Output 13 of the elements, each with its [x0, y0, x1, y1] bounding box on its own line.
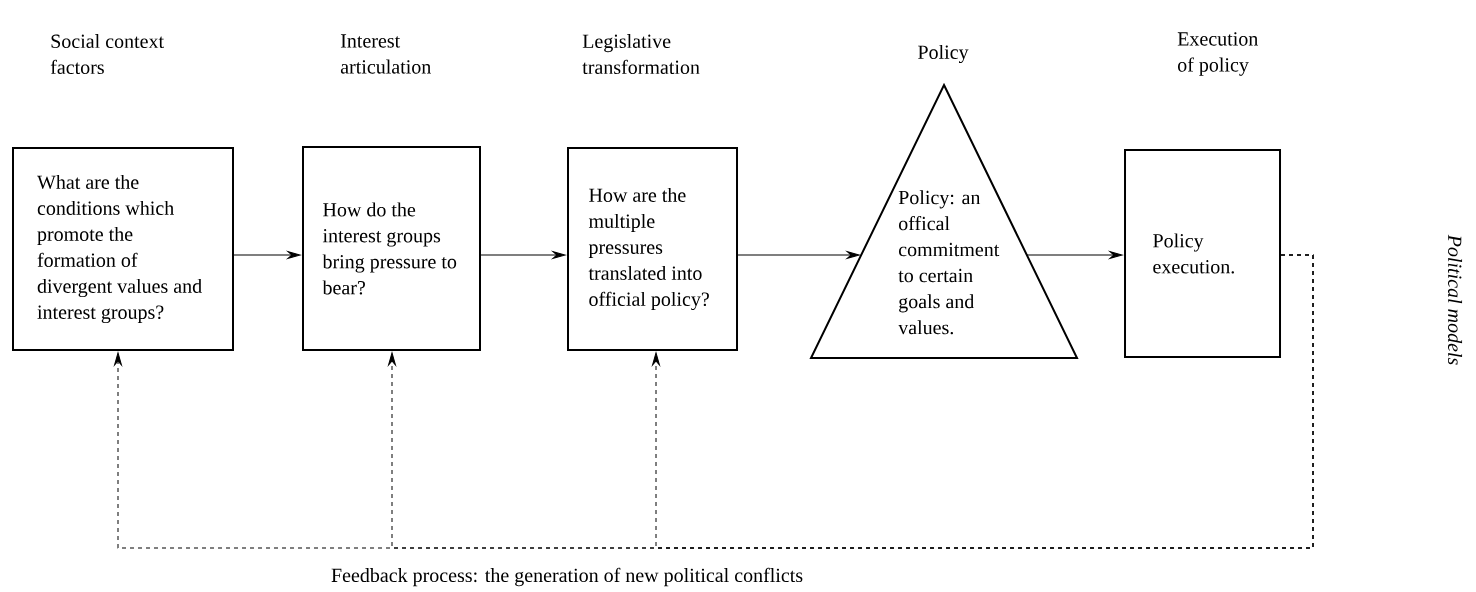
column-heading: Execution of policy — [1177, 32, 1258, 76]
body-text: What are the conditions which promote the formation of divergent values and interest groups? — [37, 174, 202, 324]
column-heading: Legislative transformation — [582, 33, 700, 75]
column-heading: Policy — [918, 44, 969, 64]
body-text: Policy: an offical commitment to certain goals and values. — [898, 190, 1000, 335]
running-head: Political models — [1447, 234, 1463, 365]
column-heading: Interest articulation — [340, 34, 431, 74]
body-text: How are the multiple pressures translated into official policy? — [588, 187, 709, 311]
feedback-caption: Feedback process: the generation of new political conflicts — [331, 567, 803, 587]
body-text: How do the interest groups bring pressure to bear? — [322, 202, 457, 295]
arrow — [652, 254, 1314, 549]
body-text: Policy execution. — [1153, 233, 1234, 274]
column-heading: Social context factors — [50, 33, 164, 75]
